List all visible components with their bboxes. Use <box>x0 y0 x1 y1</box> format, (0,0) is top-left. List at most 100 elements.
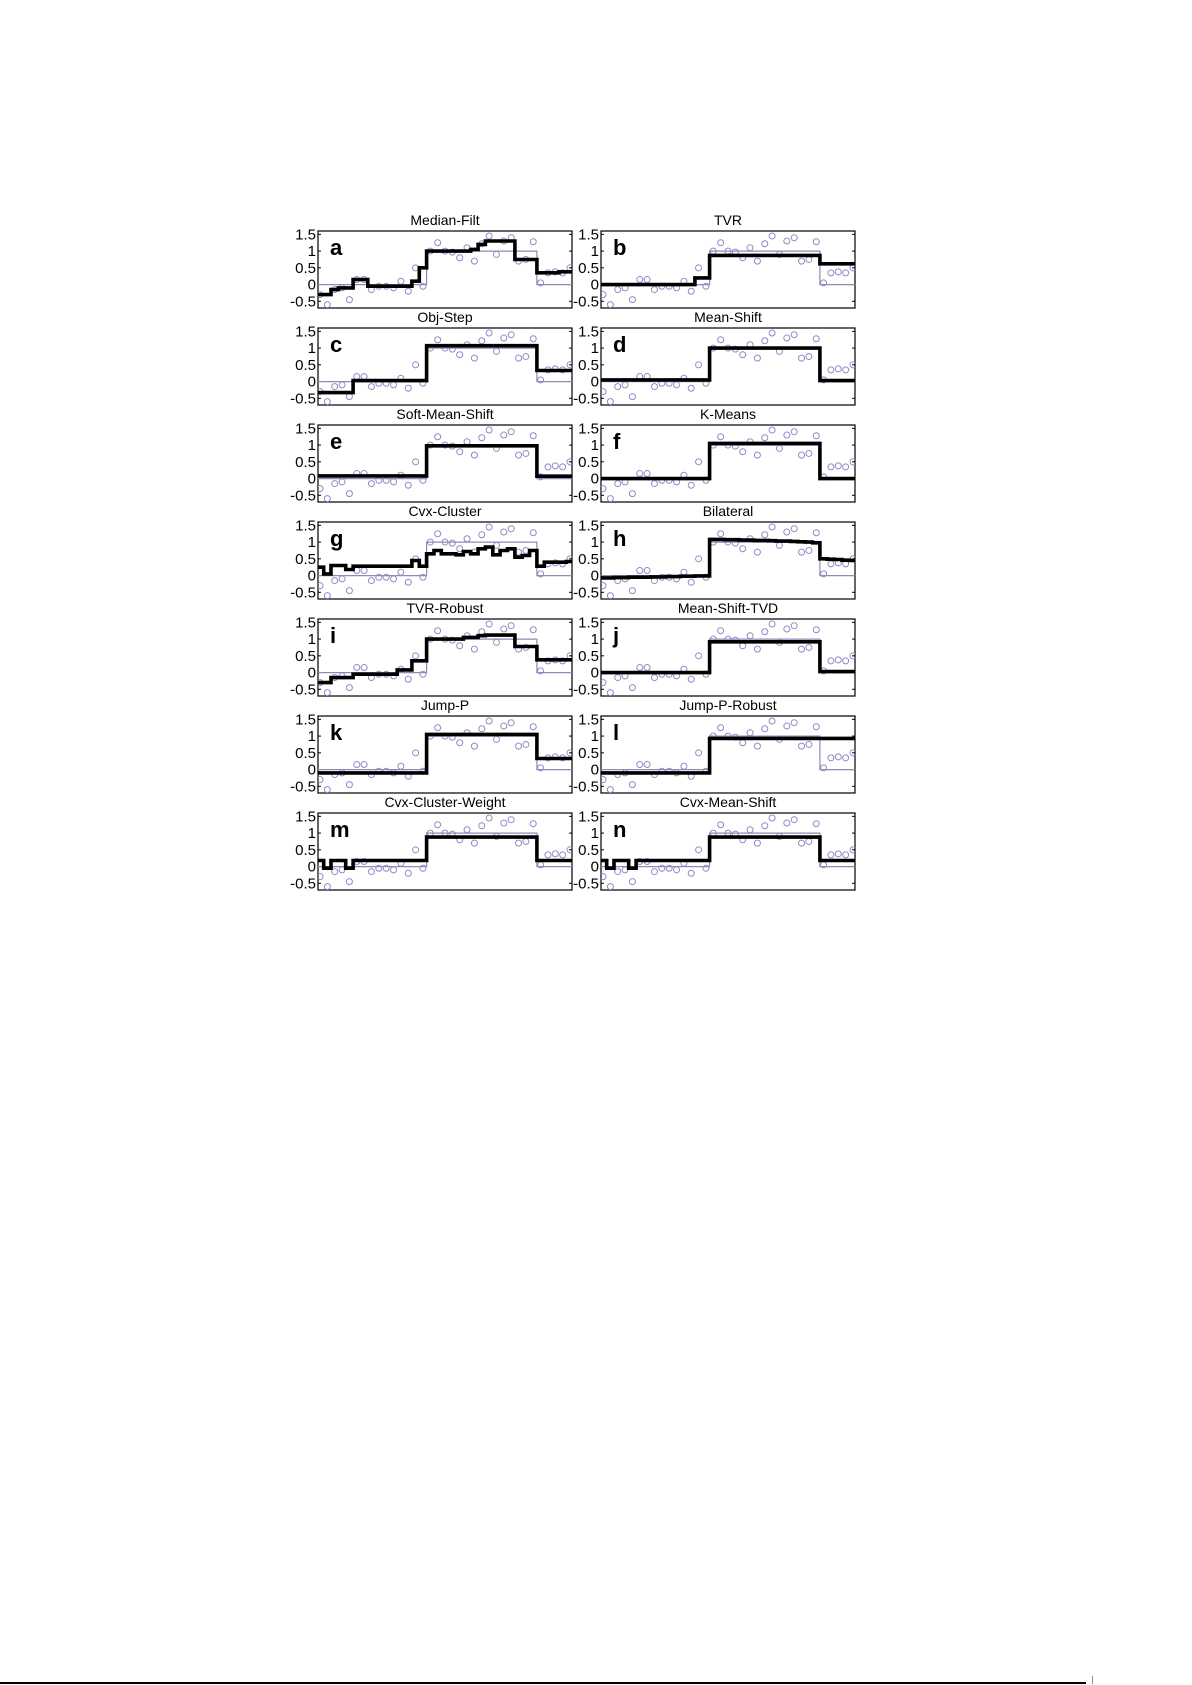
y-tick-label: 0 <box>591 762 599 779</box>
data-point <box>687 287 695 295</box>
y-tick-label: 0.5 <box>295 454 316 471</box>
data-point <box>412 361 420 369</box>
data-point <box>702 864 710 872</box>
data-point <box>746 826 754 834</box>
y-tick-label: 0 <box>308 859 316 876</box>
data-point <box>470 451 478 459</box>
data-point <box>628 781 636 789</box>
data-point <box>492 638 500 646</box>
data-point <box>318 582 324 590</box>
data-point <box>500 334 508 342</box>
data-point <box>687 869 695 877</box>
panel-letter: l <box>613 720 619 745</box>
data-point <box>338 478 346 486</box>
data-point <box>522 449 530 457</box>
data-point <box>601 873 607 881</box>
data-point <box>492 735 500 743</box>
data-point <box>717 530 725 538</box>
y-tick-label: 0 <box>591 277 599 294</box>
y-tick-label: 1 <box>308 243 316 260</box>
data-point <box>434 239 442 247</box>
ground-truth-line <box>318 832 572 868</box>
data-point <box>761 337 769 345</box>
data-point <box>658 864 666 872</box>
data-point <box>397 277 405 285</box>
data-point <box>485 232 493 240</box>
data-point <box>761 434 769 442</box>
data-point <box>761 628 769 636</box>
panel-e: Soft-Mean-Shift-0.500.511.5e <box>290 406 573 504</box>
data-point <box>566 458 572 466</box>
data-point <box>827 754 835 762</box>
data-point <box>746 632 754 640</box>
data-point <box>805 546 813 554</box>
data-point <box>812 723 820 731</box>
data-point <box>345 684 353 692</box>
y-tick-label: -0.5 <box>573 584 599 601</box>
panel-letter: k <box>330 720 343 745</box>
y-tick-label: -0.5 <box>290 390 316 407</box>
data-point <box>636 567 644 575</box>
panel-k: Jump-P-0.500.511.5k <box>290 697 573 795</box>
y-tick-label: 1 <box>591 534 599 551</box>
data-point <box>390 866 398 874</box>
axes-frame <box>600 327 856 406</box>
data-point <box>849 846 855 854</box>
data-point <box>636 664 644 672</box>
data-point <box>515 451 523 459</box>
panel-g: Cvx-Cluster-0.500.511.5g <box>290 503 573 601</box>
y-tick-label: -0.5 <box>573 390 599 407</box>
data-point <box>790 525 798 533</box>
data-point <box>456 739 464 747</box>
data-point <box>537 667 545 675</box>
data-point <box>680 762 688 770</box>
data-point <box>323 883 331 890</box>
data-point <box>695 652 703 660</box>
data-point <box>783 431 791 439</box>
data-point <box>783 819 791 827</box>
panel-letter: e <box>330 429 342 454</box>
estimate-line <box>318 239 572 297</box>
data-point <box>614 674 622 682</box>
y-tick-label: 1 <box>591 631 599 648</box>
data-point <box>812 529 820 537</box>
data-point <box>500 528 508 536</box>
data-point <box>842 269 850 277</box>
y-tick-label: 0 <box>308 762 316 779</box>
data-point <box>551 462 559 470</box>
panel-letter: h <box>613 526 626 551</box>
data-point <box>687 481 695 489</box>
data-point <box>717 627 725 635</box>
y-tick-label: 0.5 <box>295 260 316 277</box>
data-point <box>753 451 761 459</box>
data-point <box>318 873 324 881</box>
data-point <box>636 470 644 478</box>
data-point <box>783 722 791 730</box>
y-tick-label: 1.5 <box>295 711 316 728</box>
data-point <box>463 535 471 543</box>
data-point <box>849 749 855 757</box>
data-point <box>827 657 835 665</box>
panel-letter: a <box>330 235 343 260</box>
data-point <box>551 850 559 858</box>
estimate-line <box>601 640 855 675</box>
data-point <box>812 626 820 634</box>
data-point <box>842 463 850 471</box>
data-point <box>717 239 725 247</box>
data-point <box>702 282 710 290</box>
data-point <box>753 645 761 653</box>
data-point <box>746 729 754 737</box>
data-point <box>827 851 835 859</box>
data-point <box>820 570 828 578</box>
data-point <box>382 864 390 872</box>
data-point <box>478 822 486 830</box>
y-tick-label: 1 <box>308 825 316 842</box>
data-point <box>566 749 572 757</box>
estimate-line <box>318 545 572 576</box>
data-point <box>529 335 537 343</box>
data-point <box>761 822 769 830</box>
estimate-line <box>318 835 572 870</box>
data-point <box>419 670 427 678</box>
data-point <box>805 352 813 360</box>
data-point <box>614 868 622 876</box>
